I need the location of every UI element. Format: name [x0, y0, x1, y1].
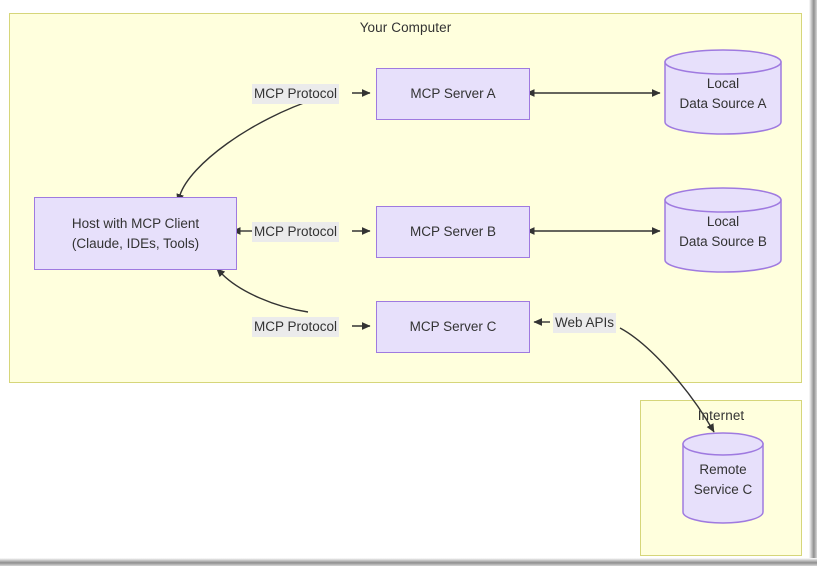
node-host-line-2: (Claude, IDEs, Tools) [71, 235, 200, 251]
node-mcp-server-b-label: MCP Server B [409, 224, 497, 240]
node-mcp-server-b[interactable]: MCP Server B [376, 206, 530, 258]
edge-label-host-server-c: MCP Protocol [252, 317, 340, 337]
node-mcp-server-c-label: MCP Server C [409, 319, 497, 335]
node-mcp-server-a-label: MCP Server A [410, 86, 496, 102]
node-mcp-server-a[interactable]: MCP Server A [376, 68, 530, 120]
container-your-computer-title: Your Computer [359, 20, 452, 35]
window-frame-right-edge [809, 0, 817, 566]
edge-label-host-server-a: MCP Protocol [252, 84, 340, 104]
window-frame-bottom-edge [0, 558, 817, 566]
edge-label-web-apis: Web APIs [553, 313, 617, 333]
edge-label-host-server-b: MCP Protocol [252, 222, 340, 242]
node-local-data-source-b[interactable]: Local Data Source B [664, 187, 782, 273]
node-remote-service-c[interactable]: Remote Service C [682, 432, 764, 524]
node-mcp-server-c[interactable]: MCP Server C [376, 301, 530, 353]
node-host-line-1: Host with MCP Client [71, 215, 200, 231]
container-internet-title: Internet [697, 408, 745, 423]
node-host-with-mcp-client[interactable]: Host with MCP Client (Claude, IDEs, Tool… [34, 197, 237, 270]
node-local-data-source-a[interactable]: Local Data Source A [664, 49, 782, 135]
